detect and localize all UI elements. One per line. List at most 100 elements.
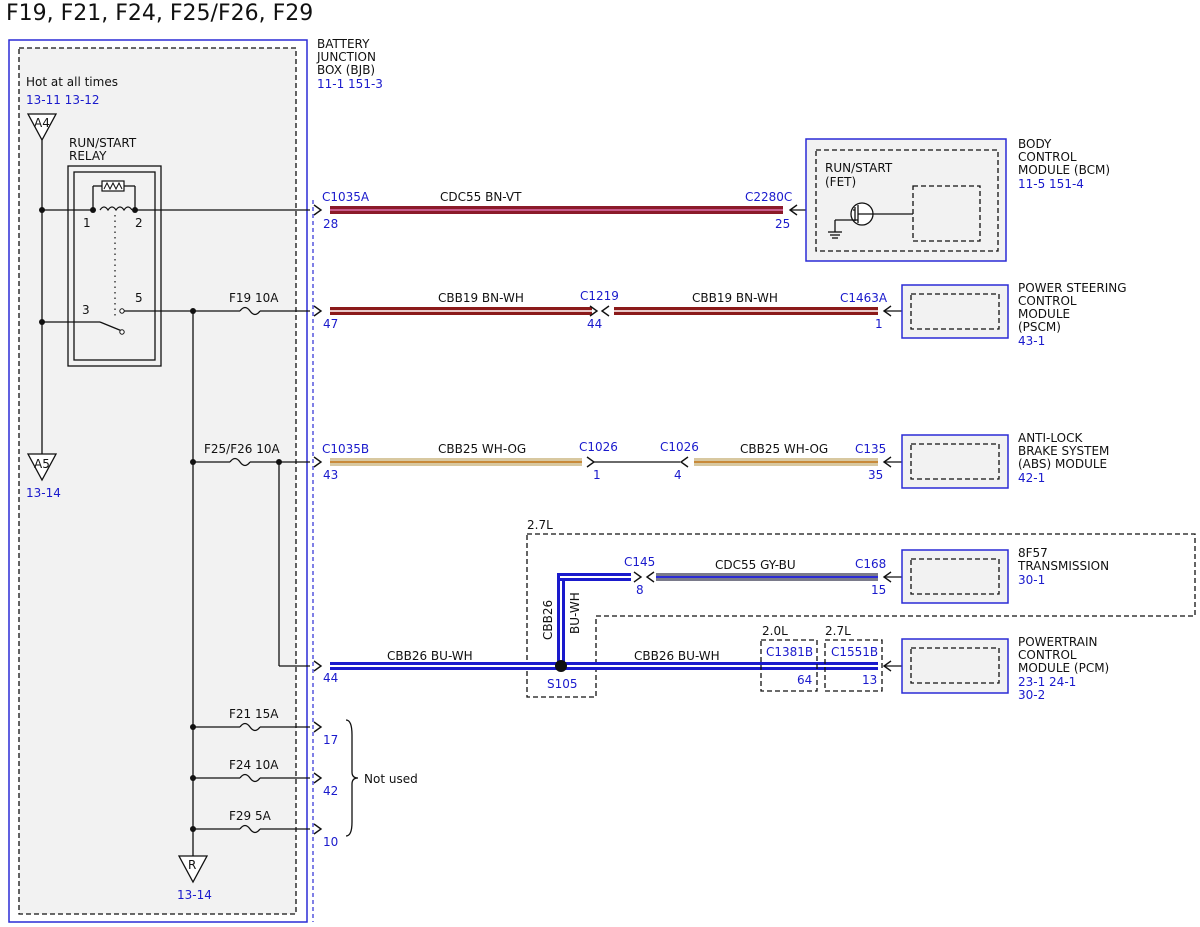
hot-label: Hot at all times (26, 75, 118, 89)
relay-coil-icon (92, 180, 136, 212)
pscm-name-1: POWER STEERING (1018, 281, 1127, 295)
abs-conn-left: C1035B (322, 442, 369, 456)
unused-label: Not used (364, 772, 418, 786)
trans-refs: 30-1 (1018, 573, 1045, 587)
bcm-pin-left: 28 (323, 217, 338, 231)
arrow-connector-icon (313, 456, 323, 468)
abs-wire1-label: CBB25 WH-OG (438, 442, 526, 456)
bcm-internal-1: RUN/START (825, 161, 893, 175)
arrow-connector-icon (589, 305, 599, 317)
arrow-connector-icon (313, 772, 323, 784)
bcm-name-2: CONTROL (1018, 150, 1077, 164)
pcm-name-2: CONTROL (1018, 648, 1077, 662)
pscm-name-3: MODULE (1018, 307, 1070, 321)
bcm-name-3: MODULE (BCM) (1018, 163, 1110, 177)
bjb-outline (8, 39, 308, 923)
bjb-name-3: BOX (BJB) (317, 63, 375, 77)
abs-name-3: (ABS) MODULE (1018, 457, 1107, 471)
arrow-connector-icon (633, 571, 643, 583)
conn-r-ref: 13-14 (177, 888, 212, 902)
abs-conn-mid2: C1026 (660, 440, 699, 454)
relay-pin-5: 5 (135, 291, 143, 305)
pcm-refs-1: 23-1 24-1 (1018, 675, 1076, 689)
pcm-name-3: MODULE (PCM) (1018, 661, 1109, 675)
pscm-circuit: 47 CBB19 BN-WH C1219 44 CBB19 BN-WH C146… (323, 289, 911, 331)
fuse-f24-label: F24 10A (229, 758, 279, 772)
trans-vert-wire1: CBB26 (541, 600, 555, 640)
pcm-module: POWERTRAIN CONTROL MODULE (PCM) 23-1 24-… (901, 635, 1109, 702)
bcm-refs: 11-5 151-4 (1018, 177, 1084, 191)
pcm-circuit: 44 CBB26 BU-WH S105 CBB26 BU-WH 2.0L C13… (323, 624, 911, 692)
fet-icon (834, 202, 913, 232)
abs-pin-mid2: 4 (674, 468, 682, 482)
pcm-wire1-label: CBB26 BU-WH (387, 649, 473, 663)
trans-conn-left: C145 (624, 555, 655, 569)
pscm-conn-right: C1463A (840, 291, 888, 305)
relay-pin-2: 2 (135, 216, 143, 230)
pscm-wire2-label: CBB19 BN-WH (692, 291, 778, 305)
abs-circuit: C1035B 43 CBB25 WH-OG C1026 1 C1026 4 CB… (322, 440, 911, 482)
pcm-pin2: 13 (862, 673, 877, 687)
bcm-pin-right: 25 (775, 217, 790, 231)
arrow-connector-icon (313, 660, 323, 672)
arrow-connector-icon (679, 456, 689, 468)
unused-pin-17: 17 (323, 733, 338, 747)
transmission-module: 8F57 TRANSMISSION 30-1 (901, 546, 1109, 604)
bjb-name-1: BATTERY (317, 37, 370, 51)
pcm-pin1: 64 (797, 673, 812, 687)
trans-pin-right: 15 (871, 583, 886, 597)
unused-pin-10: 10 (323, 835, 338, 849)
fuse-f19-icon (239, 306, 261, 316)
conn-r-label: R (188, 858, 196, 872)
connector-r-icon (177, 855, 209, 884)
arrow-connector-icon (313, 305, 323, 317)
fuse-f21-icon (239, 722, 261, 732)
fuse-f24-icon (239, 773, 261, 783)
bcm-name-1: BODY (1018, 137, 1052, 151)
arrow-connector-icon (313, 823, 323, 835)
pscm-pin-mid: 44 (587, 317, 602, 331)
connector-a5-icon (26, 453, 58, 482)
abs-conn-mid1: C1026 (579, 440, 618, 454)
ground-icon (828, 231, 842, 239)
unused-brace (345, 719, 359, 837)
abs-name-1: ANTI-LOCK (1018, 431, 1083, 445)
abs-pin-left: 43 (323, 468, 338, 482)
pscm-pin-right: 1 (875, 317, 883, 331)
abs-name-2: BRAKE SYSTEM (1018, 444, 1109, 458)
hot-refs: 13-11 13-12 (26, 93, 100, 107)
fuse-f29-icon (239, 824, 261, 834)
relay-name-2: RELAY (69, 149, 107, 163)
bcm-conn-left: C1035A (322, 190, 370, 204)
trans-engine-label: 2.7L (527, 518, 553, 532)
arrow-connector-icon (600, 305, 610, 317)
trans-name-2: TRANSMISSION (1017, 559, 1109, 573)
abs-refs: 42-1 (1018, 471, 1045, 485)
relay-pin-3: 3 (82, 303, 90, 317)
pcm-conn1: C1381B (766, 645, 813, 659)
abs-module: ANTI-LOCK BRAKE SYSTEM (ABS) MODULE 42-1 (901, 431, 1109, 489)
conn-a5-ref: 13-14 (26, 486, 61, 500)
bcm-conn-right: C2280C (745, 190, 792, 204)
pcm-splice: S105 (547, 677, 578, 691)
trans-name-1: 8F57 (1018, 546, 1048, 560)
relay-pin-1: 1 (83, 216, 91, 230)
bjb-refs: 11-1 151-3 (317, 77, 383, 91)
bjb-name-2: JUNCTION (316, 50, 376, 64)
abs-pin-mid1: 1 (593, 468, 601, 482)
splice-s105-icon (555, 660, 567, 672)
page-title: F19, F21, F24, F25/F26, F29 (6, 1, 313, 26)
engine-2-7l-region (526, 533, 1196, 698)
pscm-wire1-label: CBB19 BN-WH (438, 291, 524, 305)
pcm-conn2: C1551B (831, 645, 878, 659)
pcm-eng2: 2.7L (825, 624, 851, 638)
bjb-inner (18, 47, 297, 915)
bcm-module: RUN/START (FET) BODY CONTROL MODULE (BCM… (805, 137, 1110, 262)
pscm-refs: 43-1 (1018, 334, 1045, 348)
pscm-name-2: CONTROL (1018, 294, 1077, 308)
trans-conn-right: C168 (855, 557, 886, 571)
pcm-refs-2: 30-2 (1018, 688, 1045, 702)
abs-pin-right: 35 (868, 468, 883, 482)
trans-wire-label: CDC55 GY-BU (715, 558, 796, 572)
